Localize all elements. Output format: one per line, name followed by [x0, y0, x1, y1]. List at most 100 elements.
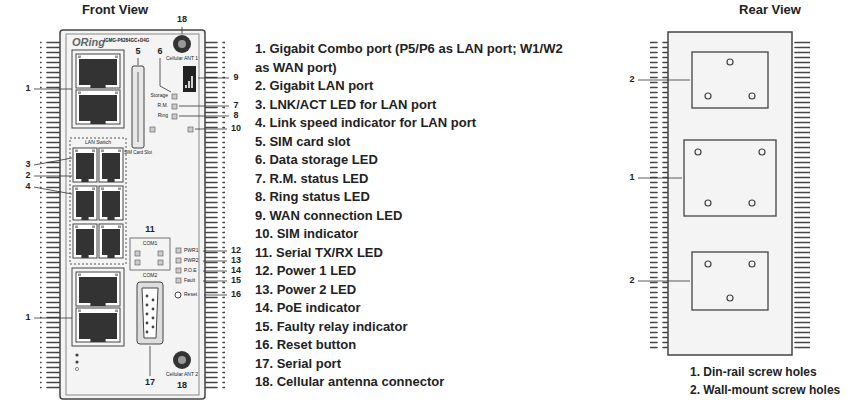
- led: [176, 278, 181, 283]
- antenna-connector: [173, 351, 191, 369]
- list-item: 1. Gigabit Combo port (P5/P6 as LAN port…: [255, 40, 573, 77]
- db9-pin: [146, 331, 149, 334]
- callout-number: 1: [25, 84, 30, 94]
- led: [135, 251, 140, 256]
- view-heading: Rear View: [739, 3, 801, 17]
- rj45-port: [76, 308, 120, 342]
- callout-number: 2: [629, 75, 634, 85]
- lan-switch-frame: [70, 138, 126, 264]
- cooling-fins: [203, 40, 225, 390]
- screw-holes: [695, 59, 765, 301]
- panel-text: P.O.E: [184, 268, 197, 274]
- callout-number: 2: [25, 171, 30, 181]
- db9-shell: [137, 282, 163, 344]
- db9-pin: [152, 308, 155, 311]
- front-panel: [66, 34, 199, 395]
- panel-text: SIM Card Slot: [124, 151, 152, 156]
- list-item: 5. SIM card slot: [255, 133, 573, 152]
- rj45-socket: [102, 229, 120, 258]
- rj45-ports: [73, 54, 123, 342]
- panel-text: PWR2: [184, 258, 198, 264]
- callout-number: 1: [629, 173, 634, 183]
- port-led: [118, 150, 121, 153]
- rj45-port: [73, 224, 97, 258]
- port-led: [115, 56, 118, 59]
- callout-number: 7: [233, 101, 238, 111]
- list-item: 3. LNK/ACT LED for LAN port: [255, 96, 573, 115]
- db9-pin: [146, 313, 149, 316]
- list-item: 12. Power 1 LED: [255, 262, 573, 281]
- callout-number: 3: [25, 160, 30, 170]
- rj45-socket: [79, 59, 117, 88]
- callout-number: 2: [629, 276, 634, 286]
- legend-dot: [75, 360, 78, 363]
- rj45-port: [99, 224, 123, 258]
- antenna-connector: [173, 35, 191, 53]
- db9-pin: [146, 295, 149, 298]
- legend-dot: [75, 353, 78, 356]
- rj45-port: [99, 148, 123, 182]
- db9-pin: [152, 317, 155, 320]
- callout-number: 16: [231, 290, 241, 300]
- port-led: [78, 92, 81, 95]
- led: [176, 258, 181, 263]
- rj45-port: [76, 90, 120, 124]
- led: [158, 251, 163, 256]
- legend-dot: [75, 367, 78, 370]
- port-led: [118, 226, 121, 229]
- callout-number: 12: [231, 246, 241, 256]
- port-led: [101, 188, 104, 191]
- port-led: [75, 150, 78, 153]
- led: [172, 104, 177, 109]
- list-item: 4. Link speed indicator for LAN port: [255, 114, 573, 133]
- panel-text: PWR1: [184, 248, 198, 254]
- list-item: 7. R.M. status LED: [255, 170, 573, 189]
- db9-pin: [152, 326, 155, 329]
- list-item: 18. Cellular antenna connector: [255, 373, 573, 392]
- wall-mount-plate: [692, 252, 768, 310]
- led: [158, 260, 163, 265]
- db9-pin: [146, 304, 149, 307]
- led: [135, 260, 140, 265]
- model-name: IGMG-P6284GC+D4G: [104, 39, 149, 44]
- combo-port-frame: [72, 50, 124, 128]
- callout-number: 17: [145, 378, 155, 388]
- sim-slot: [132, 66, 144, 148]
- callout-number: 8: [233, 111, 238, 121]
- cooling-fins: [650, 40, 670, 350]
- rj45-socket: [79, 277, 117, 306]
- list-item: 10. SIM indicator: [255, 225, 573, 244]
- sim-led: [150, 127, 155, 132]
- led: [172, 94, 177, 99]
- port-led: [92, 226, 95, 229]
- callout-number: 15: [231, 276, 241, 286]
- sim-led: [188, 127, 193, 132]
- rj45-port: [76, 54, 120, 88]
- db9-pin: [152, 299, 155, 302]
- port-led: [78, 310, 81, 313]
- panel-text: Cellular ANT 1: [166, 56, 198, 62]
- cooling-fins: [40, 40, 62, 390]
- db9-connector: [142, 288, 158, 338]
- view-heading: Front View: [82, 3, 148, 17]
- db9-pin: [146, 322, 149, 325]
- rj45-socket: [79, 313, 117, 342]
- antenna-connector: [178, 40, 186, 48]
- leader-lines: [638, 80, 690, 281]
- led: [172, 114, 177, 119]
- port-led: [101, 150, 104, 153]
- cooling-fins: [790, 40, 810, 350]
- leader-lines: [34, 27, 229, 376]
- led: [176, 268, 181, 273]
- callout-number: 1: [25, 313, 30, 323]
- list-item: 11. Serial TX/RX LED: [255, 244, 573, 263]
- callout-number: 14: [231, 266, 241, 276]
- list-item: 2. Gigabit LAN port: [255, 77, 573, 96]
- callout-number: 13: [231, 256, 241, 266]
- list-item: 2. Wall-mount screw holes: [690, 384, 840, 397]
- rj45-socket: [79, 95, 117, 124]
- wall-mount-plate: [692, 52, 768, 108]
- list-item: 16. Reset button: [255, 336, 573, 355]
- db9-pins: [146, 295, 155, 334]
